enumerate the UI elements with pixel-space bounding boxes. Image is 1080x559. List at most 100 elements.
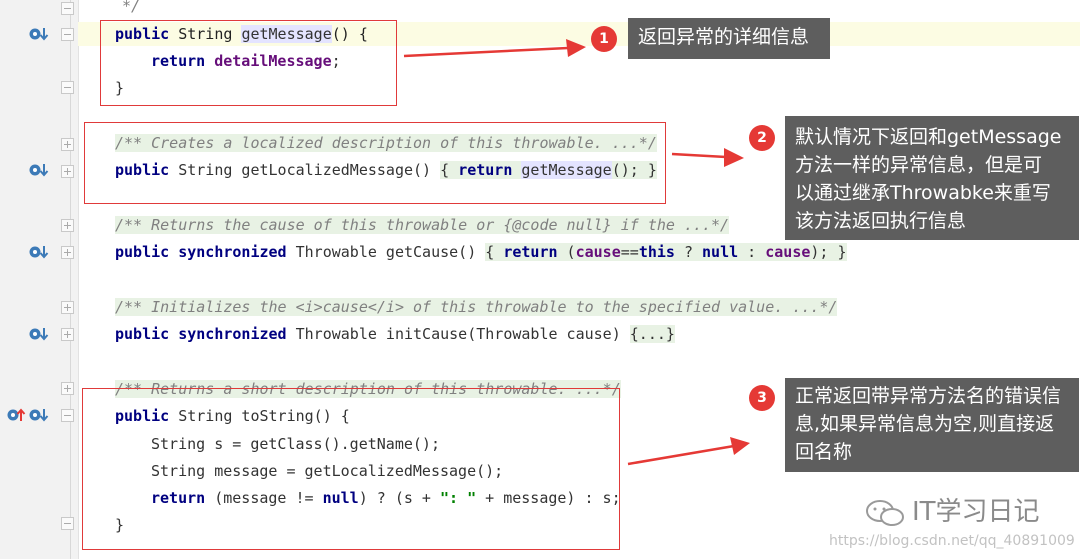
override-marker-icon[interactable] bbox=[28, 162, 50, 178]
keyword: public bbox=[115, 407, 170, 425]
space bbox=[449, 161, 459, 179]
code-line-comment[interactable]: /** Initializes the <i>cause</i> of this… bbox=[115, 295, 838, 319]
code-text: String getLocalizedMessage() bbox=[169, 161, 441, 179]
field-name: cause bbox=[765, 243, 811, 261]
folded-comment[interactable]: /** Creates a localized description of t… bbox=[115, 134, 657, 152]
space bbox=[169, 325, 178, 343]
keyword: public bbox=[115, 25, 170, 43]
brace: } bbox=[647, 161, 657, 179]
note-text-line: 以通过继承Throwabke来重写 bbox=[795, 182, 1051, 204]
annotation-note-3: 正常返回带异常方法名的错误信 息,如果异常信息为空,则直接返 回名称 bbox=[785, 378, 1079, 472]
annotation-number-badge: 1 bbox=[591, 26, 617, 52]
fold-toggle-icon[interactable] bbox=[61, 517, 74, 530]
folded-comment[interactable]: /** Returns the cause of this throwable … bbox=[115, 216, 730, 234]
brace: } bbox=[115, 516, 125, 534]
keyword: return bbox=[151, 52, 206, 70]
folded-comment[interactable]: /** Returns a short description of this … bbox=[115, 380, 621, 398]
code-line-getlocalizedmessage[interactable]: public String getLocalizedMessage() { re… bbox=[115, 158, 657, 182]
fold-toggle-icon[interactable] bbox=[61, 2, 74, 15]
expand-toggle-icon[interactable] bbox=[61, 138, 74, 151]
folded-comment[interactable]: /** Initializes the <i>cause</i> of this… bbox=[115, 298, 838, 316]
type-text: String bbox=[169, 25, 242, 43]
overrides-and-overridden-marker-icon[interactable] bbox=[6, 407, 50, 423]
annotation-box-2 bbox=[84, 122, 666, 204]
keyword: public bbox=[115, 243, 170, 261]
code-line-comment[interactable]: /** Creates a localized description of t… bbox=[115, 131, 657, 155]
code-text: ) ? (s + bbox=[358, 489, 440, 507]
brace: { bbox=[440, 161, 450, 179]
brace: { bbox=[485, 243, 495, 261]
annotation-box-3 bbox=[82, 388, 620, 550]
annotation-number-badge: 2 bbox=[749, 125, 775, 151]
code-line-return-message[interactable]: return (message != null) ? (s + ": " + m… bbox=[151, 486, 621, 510]
code-line-getlocalized[interactable]: String message = getLocalizedMessage(); bbox=[151, 459, 503, 483]
expand-toggle-icon[interactable] bbox=[61, 219, 74, 232]
code-line-getname[interactable]: String s = getClass().getName(); bbox=[151, 432, 440, 456]
code-text: ; bbox=[331, 52, 341, 70]
code-text: (); bbox=[611, 161, 648, 179]
keyword: public bbox=[115, 161, 170, 179]
code-text: String s = getClass().getName(); bbox=[151, 435, 440, 453]
keyword: synchronized bbox=[178, 325, 287, 343]
keyword: this bbox=[638, 243, 675, 261]
code-text: (message != bbox=[205, 489, 323, 507]
override-marker-icon[interactable] bbox=[28, 244, 50, 260]
arrow-icon bbox=[671, 148, 744, 167]
expand-toggle-icon[interactable] bbox=[61, 301, 74, 314]
note-text-line: 回名称 bbox=[795, 441, 853, 463]
code-text: String message = getLocalizedMessage(); bbox=[151, 462, 504, 480]
code-text: ); bbox=[810, 243, 838, 261]
space bbox=[494, 243, 504, 261]
field-name: detailMessage bbox=[214, 52, 332, 70]
keyword: return bbox=[151, 489, 206, 507]
fold-toggle-icon[interactable] bbox=[61, 28, 74, 41]
code-line-closing-brace[interactable]: } bbox=[115, 76, 124, 100]
code-text: () { bbox=[331, 25, 368, 43]
operator: ? bbox=[674, 243, 703, 261]
annotation-note-1: 返回异常的详细信息 bbox=[628, 18, 830, 59]
code-line-initcause[interactable]: public synchronized Throwable initCause(… bbox=[115, 322, 675, 346]
code-text: ( bbox=[557, 243, 576, 261]
code-text: String toString() { bbox=[169, 407, 350, 425]
code-line-getcause[interactable]: public synchronized Throwable getCause()… bbox=[115, 240, 847, 264]
fold-toggle-icon[interactable] bbox=[61, 409, 74, 422]
note-text-line: 息,如果异常信息为空,则直接返 bbox=[795, 413, 1055, 435]
expand-toggle-icon[interactable] bbox=[61, 328, 74, 341]
keyword: return bbox=[503, 243, 558, 261]
operator: == bbox=[620, 243, 639, 261]
fold-toggle-icon[interactable] bbox=[61, 81, 74, 94]
note-text: 返回异常的详细信息 bbox=[638, 26, 810, 48]
expand-toggle-icon[interactable] bbox=[61, 165, 74, 178]
comment-end: */ bbox=[122, 0, 141, 15]
keyword: null bbox=[322, 489, 359, 507]
code-line: */ bbox=[122, 0, 140, 18]
method-name-highlighted: getMessage bbox=[241, 25, 332, 43]
arrow-icon bbox=[627, 437, 750, 466]
field-name: cause bbox=[575, 243, 621, 261]
keyword: synchronized bbox=[178, 243, 287, 261]
space bbox=[169, 243, 178, 261]
note-text-line: 方法一样的异常信息，但是可 bbox=[795, 154, 1043, 176]
note-text-line: 该方法返回执行信息 bbox=[795, 210, 967, 232]
expand-toggle-icon[interactable] bbox=[61, 246, 74, 259]
code-line-getmessage-signature[interactable]: public String getMessage() { bbox=[115, 22, 368, 46]
code-line-comment[interactable]: /** Returns a short description of this … bbox=[115, 377, 621, 401]
brace: } bbox=[837, 243, 847, 261]
brace: } bbox=[115, 79, 125, 97]
note-text-line: 默认情况下返回和getMessage bbox=[795, 126, 1062, 148]
code-text: Throwable getCause() bbox=[286, 243, 486, 261]
string-literal: ": " bbox=[440, 489, 477, 507]
folded-body[interactable]: {...} bbox=[629, 325, 675, 343]
code-line-comment[interactable]: /** Returns the cause of this throwable … bbox=[115, 213, 730, 237]
expand-toggle-icon[interactable] bbox=[61, 382, 74, 395]
code-line-closing-brace[interactable]: } bbox=[115, 513, 124, 537]
code-text: Throwable initCause(Throwable cause) bbox=[286, 325, 630, 343]
keyword: null bbox=[702, 243, 739, 261]
code-line-tostring-signature[interactable]: public String toString() { bbox=[115, 404, 350, 428]
override-marker-icon[interactable] bbox=[28, 26, 50, 42]
arrow-icon bbox=[403, 39, 586, 58]
annotation-number-badge: 3 bbox=[749, 385, 775, 411]
note-text-line: 正常返回带异常方法名的错误信 bbox=[795, 385, 1062, 407]
override-marker-icon[interactable] bbox=[28, 326, 50, 342]
code-line-return-detailmessage[interactable]: return detailMessage; bbox=[151, 49, 341, 73]
